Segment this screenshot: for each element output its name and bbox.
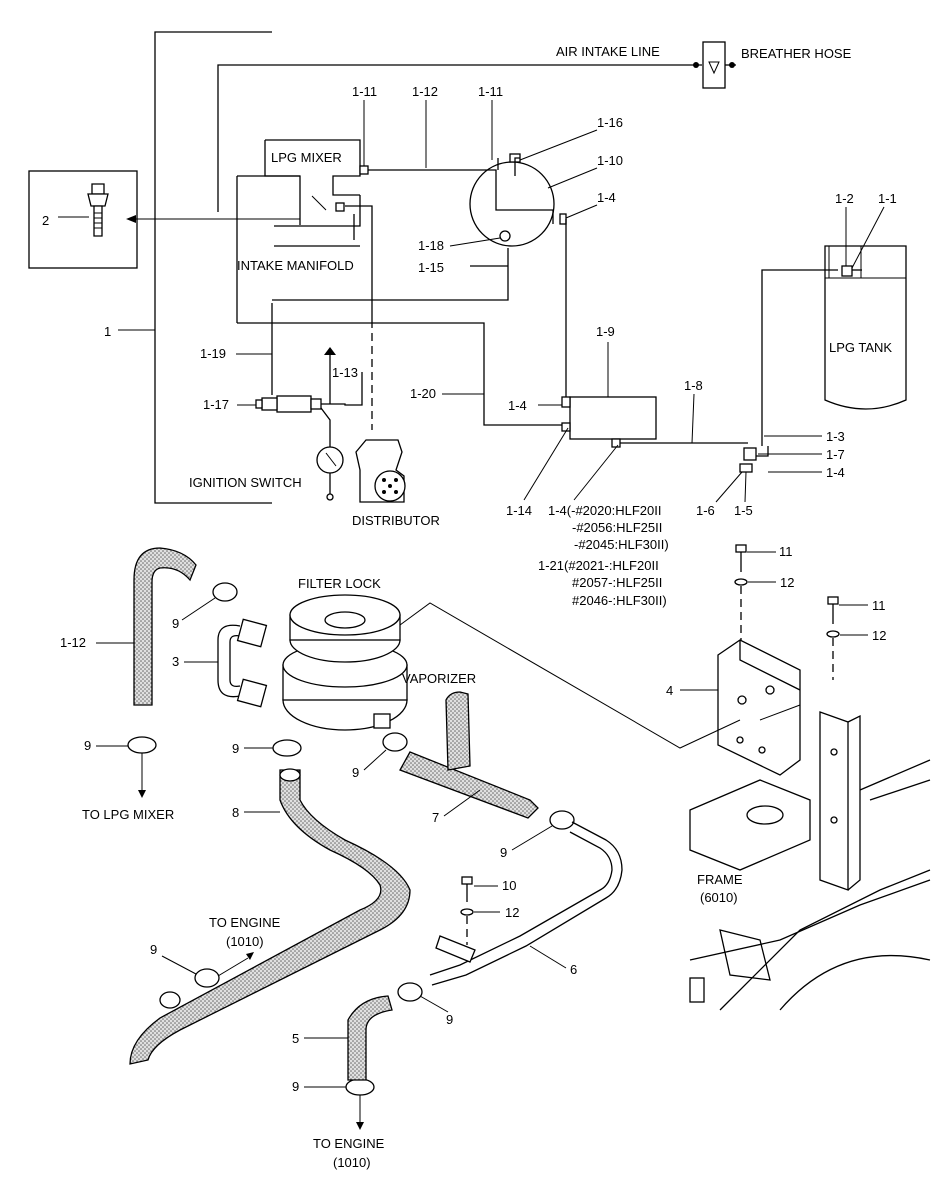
- callout: 1-12: [60, 635, 86, 650]
- callout: 8: [232, 805, 239, 820]
- label-to-engine-1: TO ENGINE: [209, 915, 281, 930]
- schematic-labels: AIR INTAKE LINE BREATHER HOSE LPG MIXER …: [42, 44, 897, 608]
- frame: [689, 711, 931, 1011]
- lpg-filter: [561, 396, 748, 448]
- bolts: [460, 544, 840, 945]
- note-1-4-line1: 1-4(-#2020:HLF20II: [548, 503, 661, 518]
- callout: 11: [872, 598, 886, 613]
- distributor: [355, 439, 406, 503]
- callout: 9: [500, 845, 507, 860]
- vaporizer: [282, 594, 408, 731]
- callout: 1-15: [418, 260, 444, 275]
- callout: 9: [84, 738, 91, 753]
- exploded-view: [127, 544, 931, 1130]
- label-to-engine-2: TO ENGINE: [313, 1136, 385, 1151]
- callout: 1: [104, 324, 111, 339]
- hose-5: [347, 995, 393, 1081]
- callout: 1-17: [203, 397, 229, 412]
- callout: 1-14: [506, 503, 532, 518]
- callout: 1-4: [597, 190, 616, 205]
- air-intake-line: [217, 64, 702, 212]
- bracket-4: [717, 639, 801, 776]
- note-1-4-line3: -#2045:HLF30II): [574, 537, 669, 552]
- label-breather-hose: BREATHER HOSE: [741, 46, 852, 61]
- label-distributor: DISTRIBUTOR: [352, 513, 440, 528]
- label-frame-code: (6010): [700, 890, 738, 905]
- callout: 1-16: [597, 115, 623, 130]
- label-ignition-switch: IGNITION SWITCH: [189, 475, 302, 490]
- callout: 2: [42, 213, 49, 228]
- label-filter-lock: FILTER LOCK: [298, 576, 381, 591]
- solenoid-valve: [255, 347, 363, 450]
- label-to-lpg-mixer: TO LPG MIXER: [82, 807, 174, 822]
- callout: 12: [872, 628, 886, 643]
- note-1-4-line2: -#2056:HLF25II: [572, 520, 662, 535]
- schematic: [28, 31, 907, 504]
- breather-valve: [693, 41, 735, 89]
- callout: 1-1: [878, 191, 897, 206]
- item1-bracket: [154, 31, 272, 504]
- note-1-21-line2: #2057-:HLF25II: [572, 575, 662, 590]
- exploded-labels: FILTER LOCK VAPORIZER TO LPG MIXER TO EN…: [60, 544, 886, 1170]
- callout: 11: [779, 544, 793, 559]
- label-lpg-tank: LPG TANK: [829, 340, 892, 355]
- callout: 1-8: [684, 378, 703, 393]
- callout: 1-18: [418, 238, 444, 253]
- label-to-engine-2-code: (1010): [333, 1155, 371, 1170]
- callout: 1-4: [508, 398, 527, 413]
- callout: 1-20: [410, 386, 436, 401]
- label-lpg-mixer: LPG MIXER: [271, 150, 342, 165]
- callout: 1-10: [597, 153, 623, 168]
- label-air-intake-line: AIR INTAKE LINE: [556, 44, 660, 59]
- note-1-21-line3: #2046-:HLF30II): [572, 593, 667, 608]
- callout: 10: [502, 878, 516, 893]
- callout: 1-7: [826, 447, 845, 462]
- callout: 9: [172, 616, 179, 631]
- ignition-switch: [316, 446, 344, 501]
- pipe-3: [217, 624, 241, 698]
- lpg-regulator: [272, 153, 567, 400]
- callout: 9: [446, 1012, 453, 1027]
- clamps: [127, 582, 575, 1096]
- callout: 9: [232, 741, 239, 756]
- callout: 9: [150, 942, 157, 957]
- callout: 1-5: [734, 503, 753, 518]
- callout: 3: [172, 654, 179, 669]
- lpg-mixer: [236, 139, 369, 323]
- pipe-6: [429, 831, 613, 976]
- callout: 1-2: [835, 191, 854, 206]
- callout: 7: [432, 810, 439, 825]
- label-intake-manifold: INTAKE MANIFOLD: [237, 258, 354, 273]
- callout: 9: [352, 765, 359, 780]
- callout: 1-19: [200, 346, 226, 361]
- callout: 1-13: [332, 365, 358, 380]
- callout: 1-11: [478, 84, 503, 99]
- callout: 5: [292, 1031, 299, 1046]
- callout: 1-6: [696, 503, 715, 518]
- label-frame: FRAME: [697, 872, 743, 887]
- hose-7: [399, 751, 539, 819]
- callout: 1-12: [412, 84, 438, 99]
- label-vaporizer: VAPORIZER: [402, 671, 476, 686]
- hose-8: [129, 769, 411, 1065]
- label-to-engine-1-code: (1010): [226, 934, 264, 949]
- note-1-21-line1: 1-21(#2021-:HLF20II: [538, 558, 659, 573]
- callout: 4: [666, 683, 673, 698]
- callout: 12: [505, 905, 519, 920]
- hose-1-12: [133, 547, 197, 706]
- callout: 1-4: [826, 465, 845, 480]
- callout: 1-3: [826, 429, 845, 444]
- callout: 6: [570, 962, 577, 977]
- callout: 9: [292, 1079, 299, 1094]
- callout: 1-9: [596, 324, 615, 339]
- callout: 12: [780, 575, 794, 590]
- lpg-tank: [761, 245, 907, 446]
- tank-fittings: [739, 446, 769, 473]
- callout: 1-11: [352, 84, 377, 99]
- part2-detail-box: [28, 170, 138, 269]
